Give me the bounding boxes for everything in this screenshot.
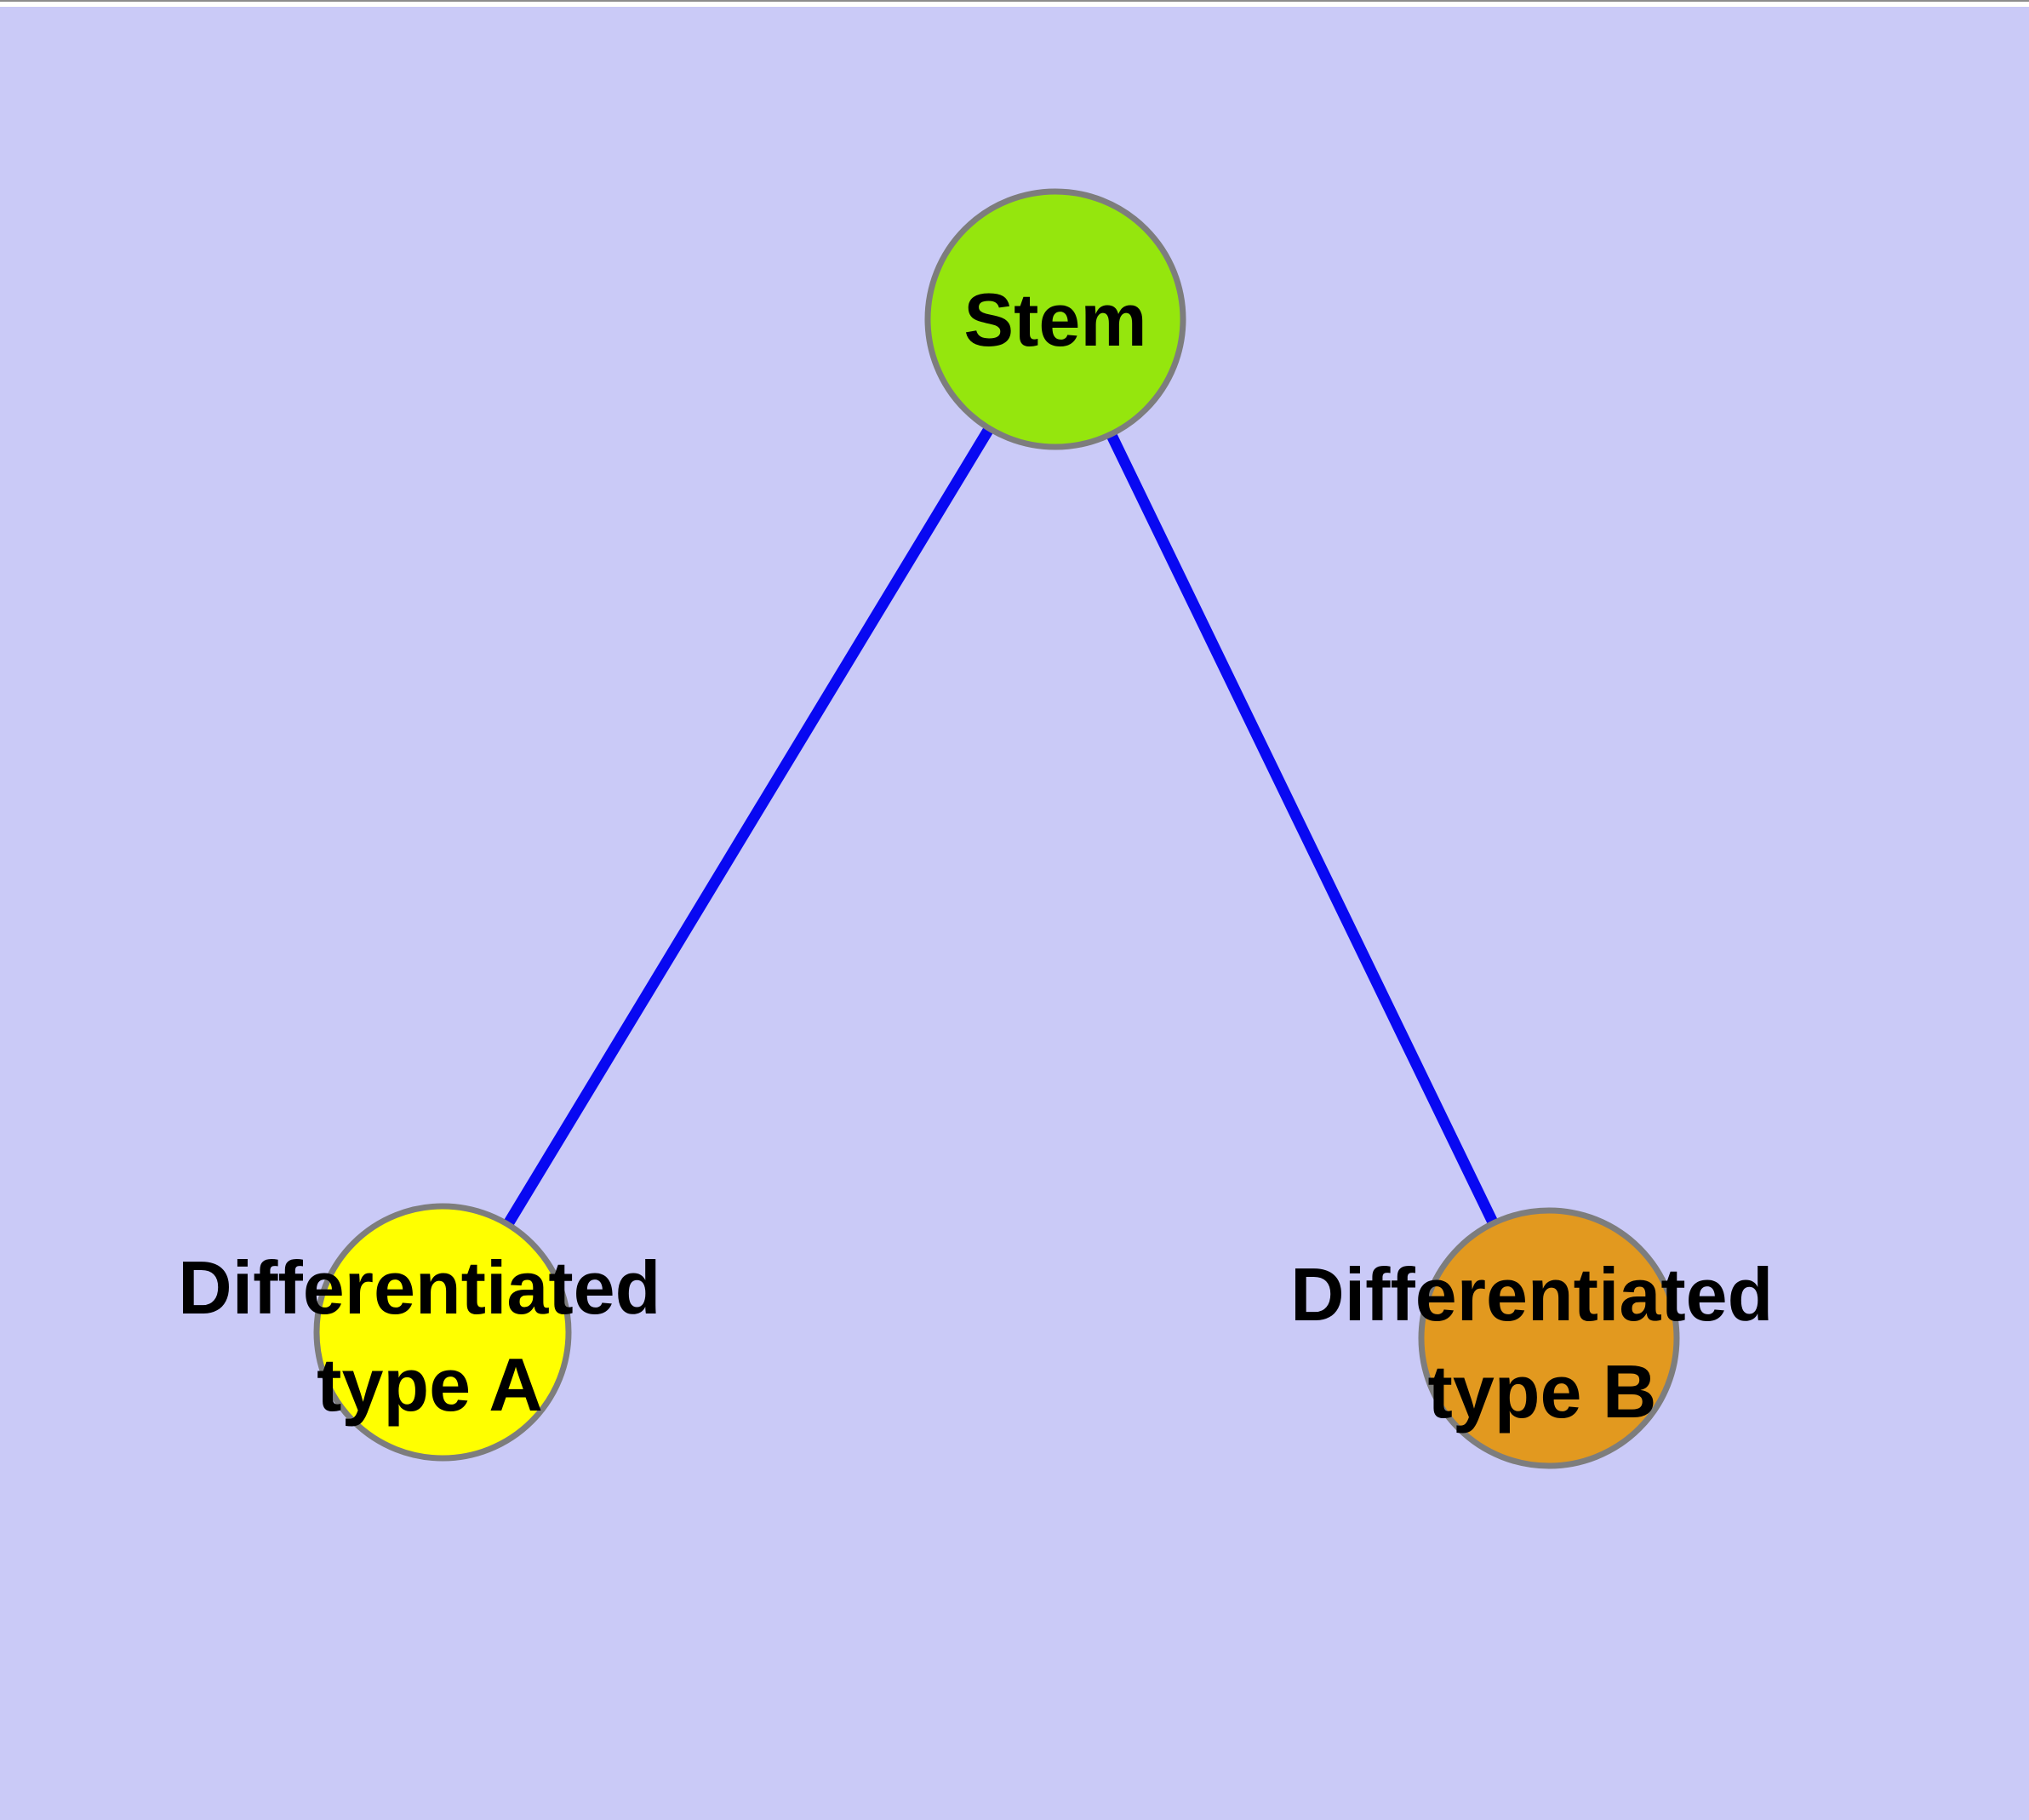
window-top-margin [0,0,2029,7]
node-differentiated-type-b-label-line1: Differentiated [1290,1252,1773,1336]
node-differentiated-type-a-label: Differentiated type A [178,1245,682,1427]
node-differentiated-type-a [313,1203,572,1462]
node-differentiated-type-a-label-line2: type A [317,1342,543,1427]
node-stem [924,188,1186,450]
node-differentiated-type-b-label: Differentiated type B [1290,1252,1794,1434]
edge-stem-to-type-a [437,316,1060,1336]
window-top-border-line [0,0,2029,2]
node-differentiated-type-b [1418,1207,1680,1469]
node-differentiated-type-b-label-line2: type B [1428,1349,1657,1434]
node-stem-label: Stem [963,278,1146,362]
node-differentiated-type-a-label-line1: Differentiated [178,1245,660,1330]
edge-stem-to-type-b [1050,317,1554,1341]
